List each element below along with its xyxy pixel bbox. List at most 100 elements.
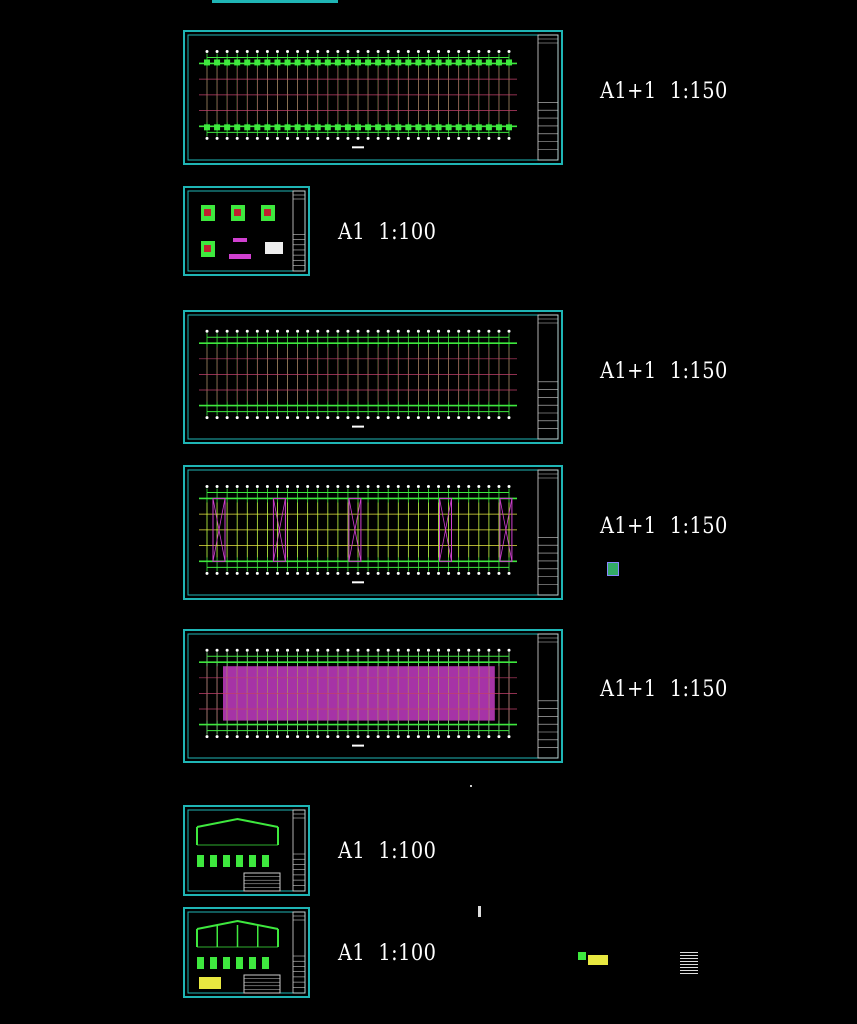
footing: [506, 124, 512, 131]
foundation-details: [201, 205, 283, 259]
drawing-sheet-3[interactable]: [183, 310, 563, 444]
sheet-drawing: [187, 314, 559, 440]
bracing-bay: [439, 497, 452, 562]
footing: [284, 124, 291, 131]
footing: [264, 59, 271, 66]
footing: [506, 59, 512, 66]
bracing-bay: [212, 497, 226, 562]
title-block: [292, 911, 306, 994]
material-table: [243, 872, 281, 892]
section-detail: [262, 957, 269, 969]
title-block: [537, 34, 559, 161]
inner-border: [187, 314, 559, 440]
footing: [445, 124, 452, 131]
stray-block-icon[interactable]: [607, 562, 619, 576]
bracing-bay: [272, 497, 286, 562]
plan-title: [352, 581, 364, 584]
sheet-label-2: A1 1:100: [338, 220, 437, 245]
footing: [224, 59, 231, 66]
footing: [234, 59, 241, 66]
notes: [199, 977, 221, 989]
partial-sheet-frame[interactable]: [212, 0, 338, 3]
footing: [274, 59, 281, 66]
section-detail: [197, 957, 204, 969]
footing: [405, 59, 412, 66]
portal-frame-elevation: [196, 919, 281, 994]
drawing-sheet-4[interactable]: [183, 465, 563, 600]
footing: [314, 124, 321, 131]
section-detail: [197, 855, 204, 867]
material-table: [243, 974, 281, 994]
title-block: [537, 314, 559, 440]
footing: [324, 59, 331, 66]
sheet-drawing: [187, 469, 559, 596]
footing: [475, 59, 482, 66]
footing: [244, 59, 251, 66]
section-detail: [236, 957, 243, 969]
stray-point: [470, 785, 472, 787]
sheet-drawing: [187, 809, 306, 892]
sheet-label-6: A1 1:100: [338, 839, 437, 864]
footing: [415, 59, 422, 66]
footing: [214, 59, 221, 66]
footing: [304, 124, 311, 131]
section-detail: [210, 855, 217, 867]
drawing-sheet-2[interactable]: [183, 186, 310, 276]
footing: [475, 124, 482, 131]
plan-title: [352, 425, 364, 428]
floor-plan: [199, 329, 517, 428]
floor-plan: [199, 648, 517, 747]
bracing-bay: [499, 497, 513, 562]
inner-border: [187, 469, 559, 596]
plan-title: [352, 146, 364, 149]
footing: [375, 124, 382, 131]
title-block: [292, 190, 306, 272]
footing: [385, 124, 392, 131]
footing: [355, 59, 361, 66]
footing: [294, 124, 301, 131]
section-detail: [210, 957, 217, 969]
sheet-drawing: [187, 911, 306, 994]
drawing-sheet-5[interactable]: [183, 629, 563, 763]
section-detail: [223, 957, 230, 969]
drawing-sheet-7[interactable]: [183, 907, 310, 998]
drawing-sheet-6[interactable]: [183, 805, 310, 896]
footing: [425, 124, 432, 131]
footing: [385, 59, 392, 66]
footing: [485, 59, 492, 66]
footing: [314, 59, 321, 66]
footing: [214, 124, 221, 131]
footing: [304, 59, 311, 66]
footing: [405, 124, 412, 131]
floor-plan: [199, 484, 517, 584]
sheet-label-5: A1+1 1:150: [600, 677, 728, 702]
footing: [485, 124, 492, 131]
inner-border: [187, 34, 559, 161]
drawing-sheet-1[interactable]: [183, 30, 563, 165]
footing: [495, 124, 502, 131]
stray-mark: [478, 906, 481, 917]
footing: [344, 124, 351, 131]
floor-plan: [199, 49, 517, 149]
section-detail: [249, 957, 256, 969]
stray-detail-block[interactable]: [578, 950, 610, 966]
footing: [344, 59, 351, 66]
footing: [395, 59, 402, 66]
footing: [204, 124, 210, 131]
footing: [365, 59, 372, 66]
footing: [495, 59, 502, 66]
footing: [435, 124, 442, 131]
sheet-drawing: [187, 633, 559, 759]
plan-title: [352, 744, 364, 747]
sheet-drawing: [187, 190, 306, 272]
footing: [365, 124, 372, 131]
footing: [324, 124, 331, 131]
footing: [204, 59, 210, 66]
footing: [465, 124, 472, 131]
footing: [224, 124, 231, 131]
footing: [375, 59, 382, 66]
stray-note-block[interactable]: [680, 952, 698, 974]
footing: [234, 124, 241, 131]
title-block: [537, 633, 559, 759]
footing: [395, 124, 402, 131]
